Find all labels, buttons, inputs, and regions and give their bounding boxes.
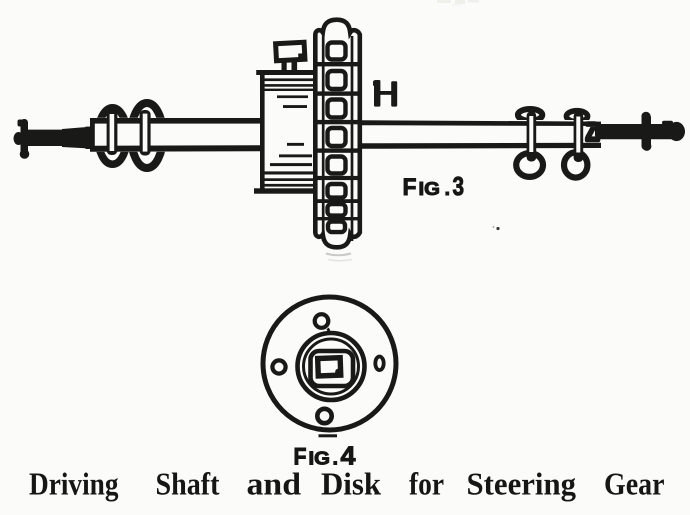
svg-text:Driving: Driving	[29, 466, 119, 502]
svg-text:Gear: Gear	[604, 466, 665, 502]
svg-text:for: for	[409, 466, 444, 502]
svg-text:FIG.3: FIG.3	[403, 173, 465, 201]
svg-text:FIG.4: FIG.4	[294, 443, 357, 471]
svg-text:Disk: Disk	[321, 466, 381, 502]
svg-text:Steering: Steering	[467, 466, 577, 502]
svg-text:Shaft: Shaft	[156, 466, 220, 502]
svg-text:and: and	[247, 466, 302, 502]
